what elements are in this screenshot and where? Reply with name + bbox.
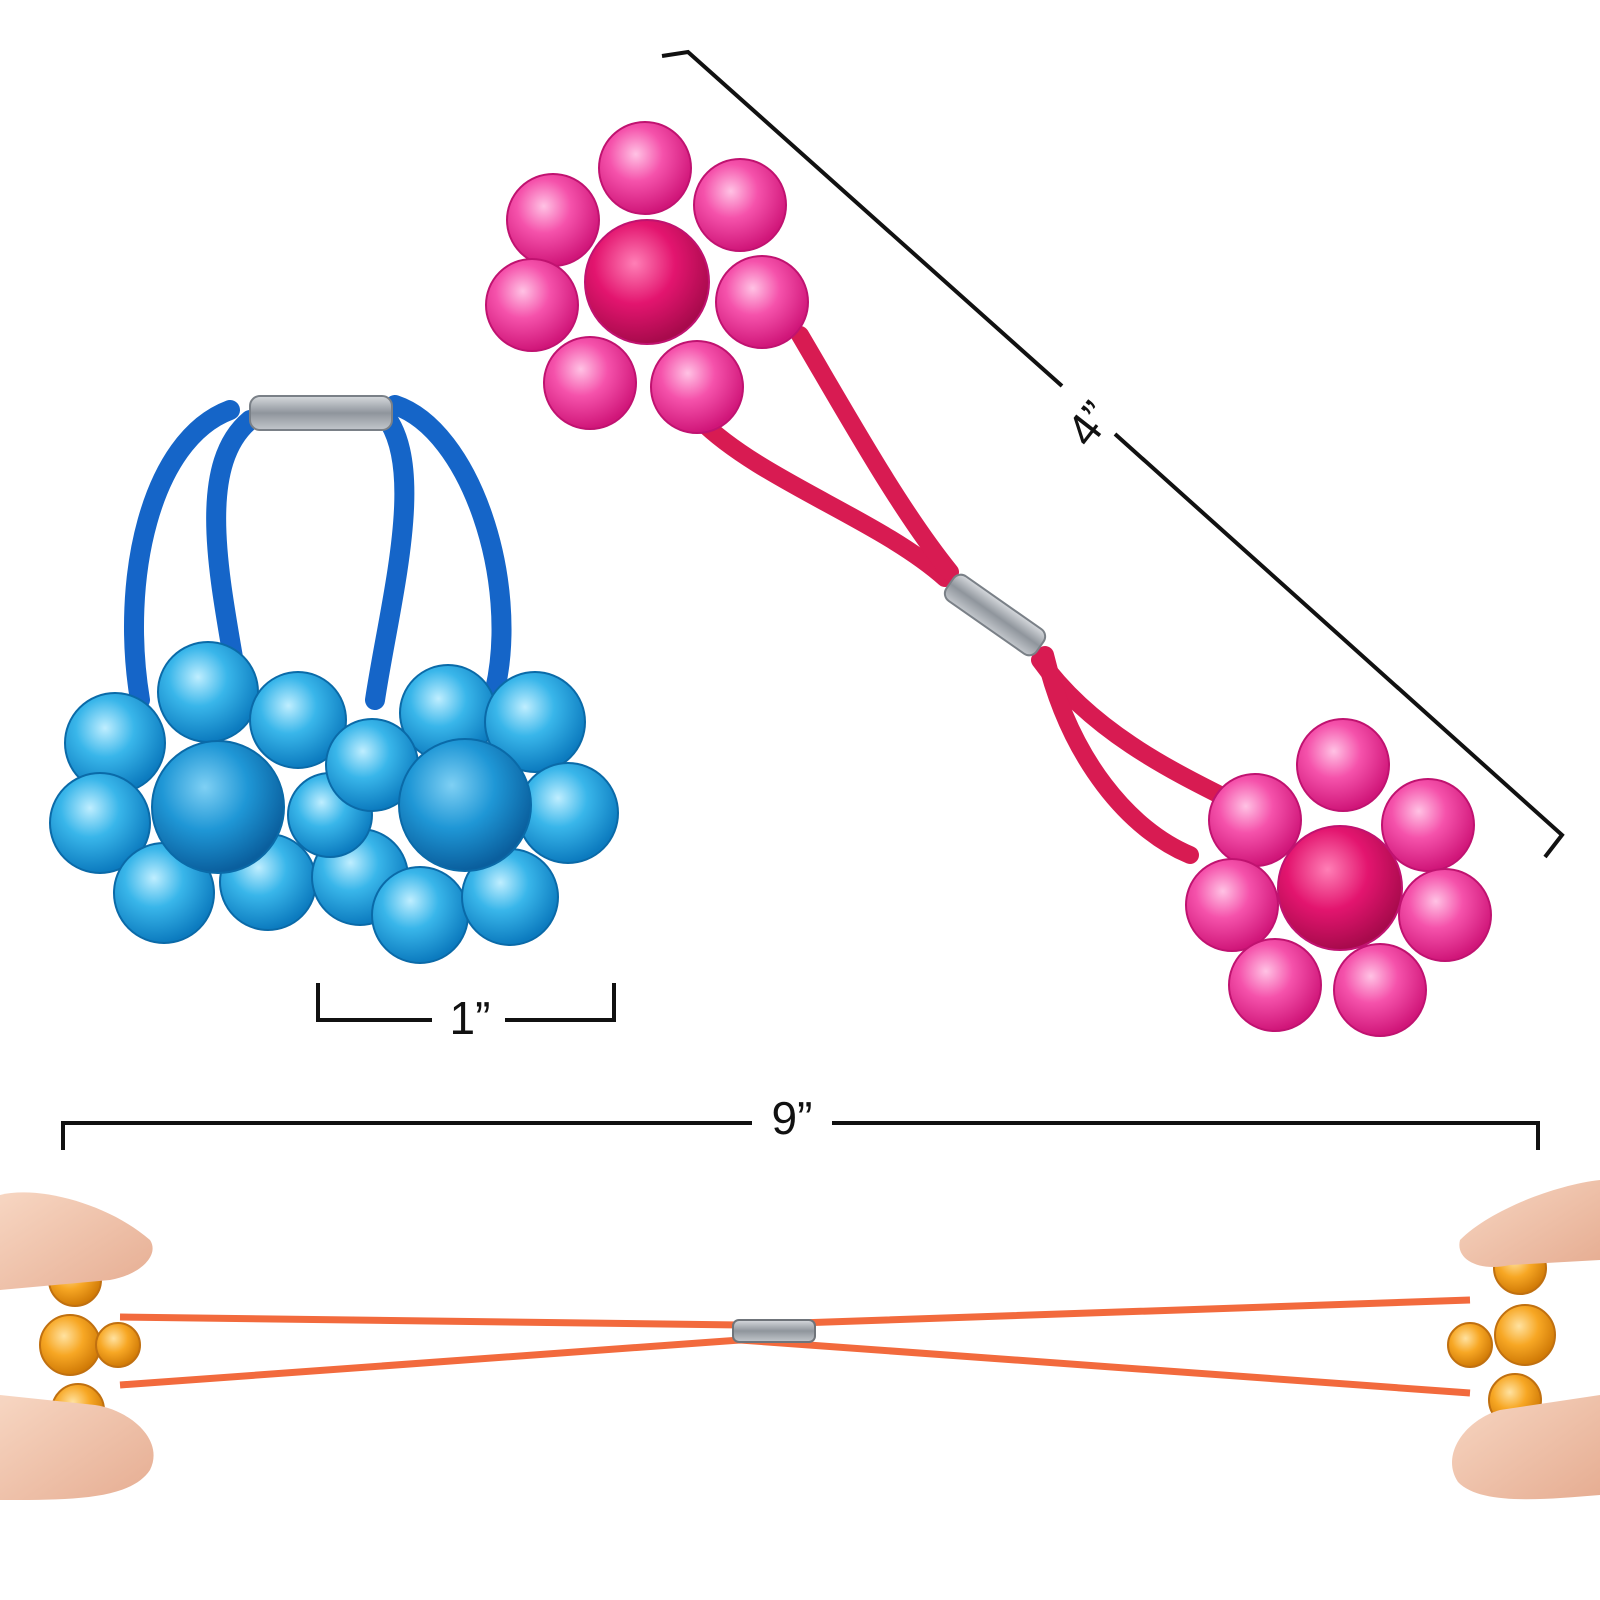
pink-elastic-cord bbox=[691, 326, 1239, 864]
dimension-9in-label: 9” bbox=[772, 1092, 813, 1144]
orange-elastic-cord bbox=[119, 1296, 1471, 1397]
blue-metal-clasp bbox=[249, 395, 393, 431]
dimension-4in-label: 4” bbox=[1056, 392, 1122, 456]
dimension-1in-label: 1” bbox=[450, 992, 491, 1044]
blue-hair-tie bbox=[49, 395, 619, 964]
dimension-9in bbox=[61, 1121, 1540, 1150]
stretched-orange-tie bbox=[0, 1180, 1600, 1500]
finger-left bbox=[0, 1192, 154, 1500]
dimension-4in bbox=[661, 49, 1565, 859]
blue-bead-cluster bbox=[49, 641, 619, 964]
pink-flower-bottom bbox=[1185, 718, 1492, 1037]
orange-metal-clasp bbox=[732, 1319, 816, 1343]
pink-flower-top bbox=[485, 121, 809, 434]
finger-right bbox=[1452, 1180, 1600, 1500]
pink-hair-tie bbox=[485, 121, 1492, 1037]
dimension-1in bbox=[316, 983, 616, 1022]
orange-beads-right bbox=[1447, 1241, 1556, 1427]
pink-metal-clasp bbox=[943, 573, 1047, 657]
